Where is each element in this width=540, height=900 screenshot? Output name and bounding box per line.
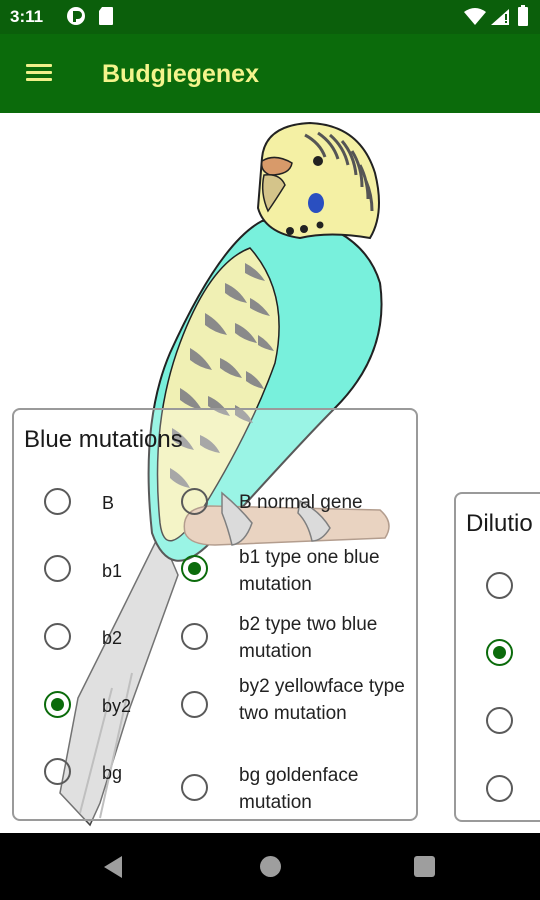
hamburger-menu-icon[interactable]: [20, 58, 58, 88]
radio-dilution-3[interactable]: [486, 707, 513, 734]
allele-label: by2: [102, 696, 132, 716]
radio-allele-b2[interactable]: [44, 623, 71, 650]
wifi-icon: [464, 8, 486, 25]
option-description: B normal gene: [239, 492, 363, 513]
dilution-title: Dilutio: [466, 510, 533, 537]
pocket-casts-icon: [67, 7, 85, 25]
allele-label: b2: [102, 628, 123, 648]
option-description: by2 yellowface type two mutation: [239, 676, 405, 724]
option-description: bg goldenface mutation: [239, 765, 359, 813]
sd-card-icon: [99, 7, 113, 25]
app-bar: Budgiegenex: [0, 34, 540, 113]
status-bar: 3:11: [0, 0, 540, 34]
app-title: Budgiegenex: [102, 60, 259, 88]
dilution-panel: Dilutio: [454, 492, 540, 822]
option-description: b2 type two blue mutation: [239, 614, 378, 662]
option-description: b1 type one blue mutation: [239, 547, 380, 595]
radio-desc-normal[interactable]: [181, 488, 208, 515]
back-icon[interactable]: [104, 856, 122, 878]
blue-mutations-panel: Blue mutations B b1 b2 by2 bg B normal g…: [12, 408, 418, 821]
navigation-bar: [0, 833, 540, 900]
radio-allele-b1[interactable]: [44, 555, 71, 582]
allele-label: b1: [102, 561, 123, 581]
signal-icon: [491, 9, 509, 25]
recents-icon[interactable]: [414, 856, 435, 877]
radio-desc-b1[interactable]: [181, 555, 208, 582]
allele-label: bg: [102, 763, 123, 783]
blue-mutations-title: Blue mutations: [24, 426, 183, 453]
radio-dilution-4[interactable]: [486, 775, 513, 802]
radio-desc-b2[interactable]: [181, 623, 208, 650]
allele-label: B: [102, 493, 115, 513]
radio-dilution-1[interactable]: [486, 572, 513, 599]
home-icon[interactable]: [260, 856, 281, 877]
radio-dilution-2[interactable]: [486, 639, 513, 666]
battery-icon: [518, 5, 528, 26]
radio-allele-bg[interactable]: [44, 758, 71, 785]
radio-allele-b[interactable]: [44, 488, 71, 515]
radio-desc-by2[interactable]: [181, 691, 208, 718]
radio-desc-bg[interactable]: [181, 774, 208, 801]
status-time: 3:11: [10, 7, 44, 26]
radio-allele-by2[interactable]: [44, 691, 71, 718]
main-content: Blue mutations B b1 b2 by2 bg B normal g…: [0, 113, 540, 833]
